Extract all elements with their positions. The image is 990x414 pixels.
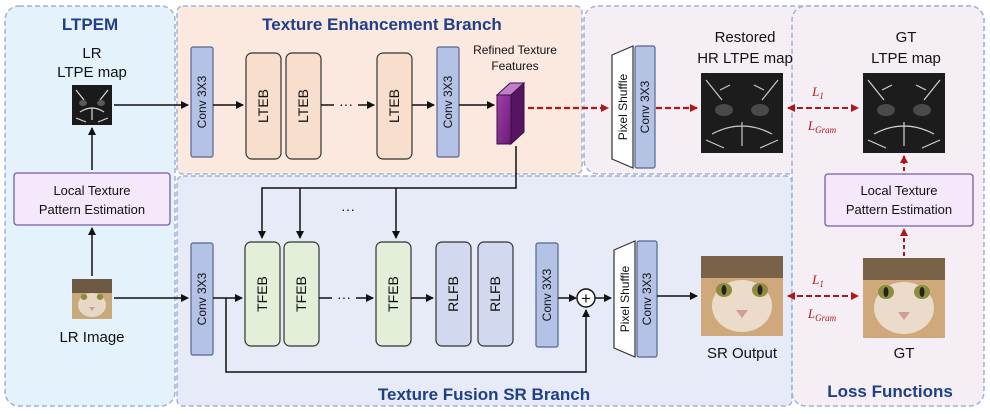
rlfb-block-1 — [435, 241, 472, 347]
fus-conv-up-label: Conv 3X3 — [640, 272, 654, 325]
fus-pixel-shuffle-label: Pixel Shuffle — [618, 265, 632, 332]
enh-pixel-shuffle-label: Pixel Shuffle — [616, 73, 630, 140]
lte-right-line1: Local Texture — [860, 183, 937, 198]
fus-pixel-shuffle — [613, 240, 636, 358]
enh-conv-up — [634, 45, 656, 169]
rlfb-block-2 — [477, 241, 514, 347]
fus-conv-in — [190, 242, 214, 356]
enh-conv-in-label: Conv 3X3 — [195, 75, 209, 128]
lte-box-right — [824, 173, 974, 227]
refined-to-tfeb1-arrow — [258, 146, 517, 239]
gt-map-label-1: GT — [896, 29, 917, 46]
enh-conv-out-label: Conv 3X3 — [441, 75, 455, 128]
gt-image — [863, 258, 945, 338]
lr-map-label-2: LTPE map — [57, 64, 127, 81]
skip-connection-arrow — [225, 298, 590, 373]
lte-left-line1: Local Texture — [53, 183, 130, 198]
lr-map-label-1: LR — [82, 45, 101, 62]
tfeb-block-1-label: TFEB — [254, 276, 270, 312]
enh-pixel-shuffle — [611, 45, 634, 169]
fusion-title: Texture Fusion SR Branch — [378, 385, 590, 404]
bottom-lgram-label: LGram — [807, 306, 837, 323]
tfeb-block-3 — [375, 241, 412, 347]
tfeb-block-2-label: TFEB — [293, 276, 309, 312]
fus-conv-out — [535, 242, 559, 348]
sr-output-label: SR Output — [707, 345, 778, 362]
restored-label-1: Restored — [715, 29, 776, 46]
lr-ltpe-map-image — [72, 85, 112, 125]
refined-label-2: Features — [491, 59, 538, 73]
rlfb-block-2-label: RLFB — [487, 276, 503, 312]
lte-right-line2: Pattern Estimation — [846, 202, 952, 217]
ltpem-title: LTPEM — [62, 15, 118, 34]
lr-image-label: LR Image — [59, 329, 124, 346]
lte-box-left — [13, 172, 171, 226]
lr-image — [72, 279, 112, 319]
rlfb-block-1-label: RLFB — [445, 276, 461, 312]
gt-ltpe-map-image — [863, 73, 945, 153]
sr-output-image — [701, 256, 783, 336]
refined-label-1: Refined Texture — [473, 43, 557, 57]
tfeb-block-1 — [244, 241, 281, 347]
enh-conv-in — [190, 46, 214, 158]
bottom-l1-label: L1 — [811, 272, 824, 289]
ltep-block-3 — [376, 52, 413, 160]
enhancement-title: Texture Enhancement Branch — [262, 15, 502, 34]
fus-dots: ··· — [337, 289, 351, 305]
fus-conv-out-label: Conv 3X3 — [540, 268, 554, 321]
tfeb-block-3-label: TFEB — [385, 276, 401, 312]
ltep-block-2-label: LTEB — [295, 89, 311, 123]
fus-conv-up — [636, 240, 658, 358]
lte-left-line2: Pattern Estimation — [39, 202, 145, 217]
top-lgram-label: LGram — [807, 118, 837, 135]
enh-dots: ··· — [339, 96, 353, 112]
ltep-block-2 — [285, 52, 322, 160]
fus-conv-in-label: Conv 3X3 — [195, 272, 209, 325]
ltep-block-1 — [245, 52, 282, 160]
enh-conv-out — [436, 46, 460, 158]
ltep-block-1-label: LTEB — [255, 89, 271, 123]
restored-label-2: HR LTPE map — [697, 50, 793, 67]
gt-map-label-2: LTPE map — [871, 50, 941, 67]
tfeb-top-dots: ··· — [341, 201, 355, 217]
enh-conv-up-label: Conv 3X3 — [638, 80, 652, 133]
gt-label: GT — [894, 345, 915, 362]
refined-feature-cube — [495, 81, 526, 146]
add-symbol: + — [581, 289, 591, 308]
ltep-block-3-label: LTEB — [386, 89, 402, 123]
restored-ltpe-map-image — [701, 73, 783, 153]
loss-title: Loss Functions — [827, 382, 953, 401]
tfeb-block-2 — [283, 241, 320, 347]
top-l1-label: L1 — [811, 84, 824, 101]
